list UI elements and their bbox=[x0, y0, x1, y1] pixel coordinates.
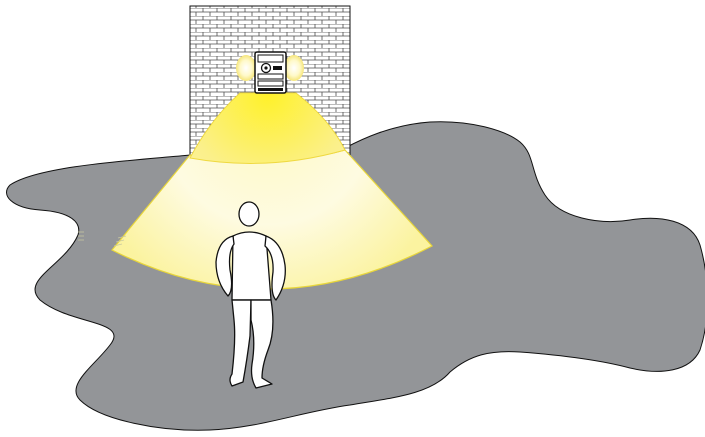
light-beam-wall bbox=[189, 92, 346, 164]
wall-mounted-motion-sensor-light-icon bbox=[236, 51, 304, 94]
person-walking-icon bbox=[215, 201, 286, 389]
beam-edge-marks bbox=[78, 231, 127, 247]
